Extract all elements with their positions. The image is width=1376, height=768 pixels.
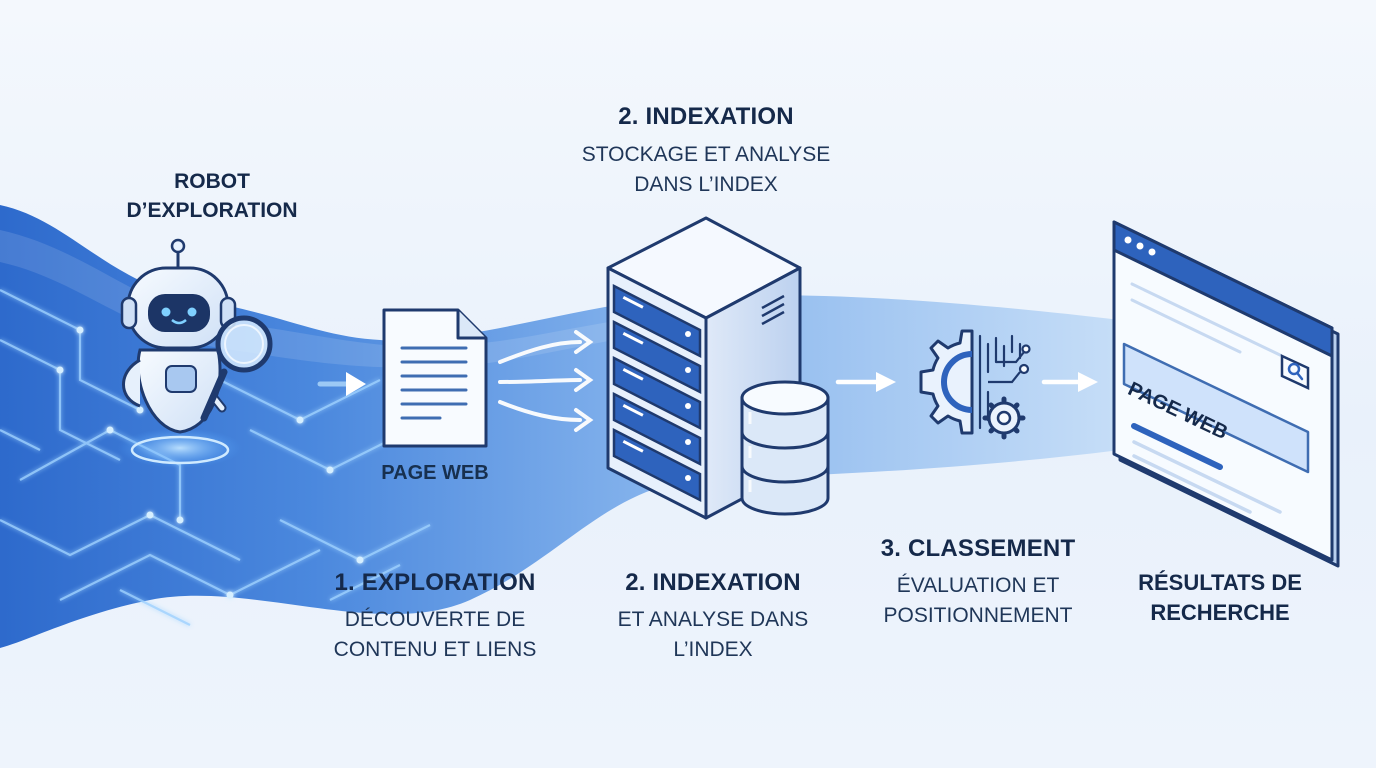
search-results-label: RÉSULTATS DE RECHERCHE — [1100, 568, 1340, 628]
circuit-nodes — [56, 326, 364, 599]
step-indexation-title: 2. INDEXATION — [625, 569, 801, 596]
step-exploration-line1: DÉCOUVERTE DE — [344, 608, 526, 631]
step-indexation-line2: L’INDEX — [673, 638, 753, 661]
step-classement-line1: ÉVALUATION ET — [896, 574, 1060, 597]
magnifier-icon — [200, 315, 273, 422]
web-page-document-icon — [382, 308, 488, 448]
server-icon — [606, 216, 802, 520]
browser-window-icon — [1112, 220, 1340, 568]
step-classement: 3. CLASSEMENT ÉVALUATION ET POSITIONNEME… — [855, 535, 1101, 631]
robot-label: ROBOT D’EXPLORATION — [100, 167, 324, 225]
step-exploration: 1. EXPLORATION DÉCOUVERTE DE CONTENU ET … — [300, 569, 570, 665]
page-web-label: PAGE WEB — [381, 462, 489, 484]
robot-icon — [118, 238, 273, 468]
arrows-to-server-icon — [498, 330, 594, 432]
arrow-icon — [1041, 372, 1098, 392]
top-stage-subtitle: STOCKAGE ET ANALYSE DANS L’INDEX — [546, 140, 866, 200]
circuit-traces — [0, 289, 431, 626]
top-stage-title: 2. INDEXATION — [618, 103, 794, 130]
gear-icon — [919, 329, 1031, 440]
step-classement-line2: POSITIONNEMENT — [883, 604, 1073, 627]
data-stream — [0, 205, 1120, 648]
robot-label-line1: ROBOT — [174, 170, 250, 193]
small-gear-icon — [982, 396, 1026, 440]
robot-label-line2: D’EXPLORATION — [126, 199, 298, 222]
step-indexation-line1: ET ANALYSE DANS — [617, 608, 809, 631]
search-results-line1: RÉSULTATS DE — [1138, 570, 1302, 595]
step-exploration-line2: CONTENU ET LIENS — [333, 638, 537, 661]
arrow-icon — [835, 372, 896, 392]
database-icon — [740, 380, 830, 516]
top-stage-subtitle-line2: DANS L’INDEX — [634, 173, 778, 196]
arrow-icon — [317, 372, 366, 396]
search-icon — [1280, 354, 1310, 390]
step-indexation: 2. INDEXATION ET ANALYSE DANS L’INDEX — [575, 569, 851, 665]
step-classement-title: 3. CLASSEMENT — [880, 535, 1076, 562]
step-exploration-title: 1. EXPLORATION — [334, 569, 536, 596]
top-stage-subtitle-line1: STOCKAGE ET ANALYSE — [581, 143, 831, 166]
search-results-line2: RECHERCHE — [1150, 600, 1290, 625]
